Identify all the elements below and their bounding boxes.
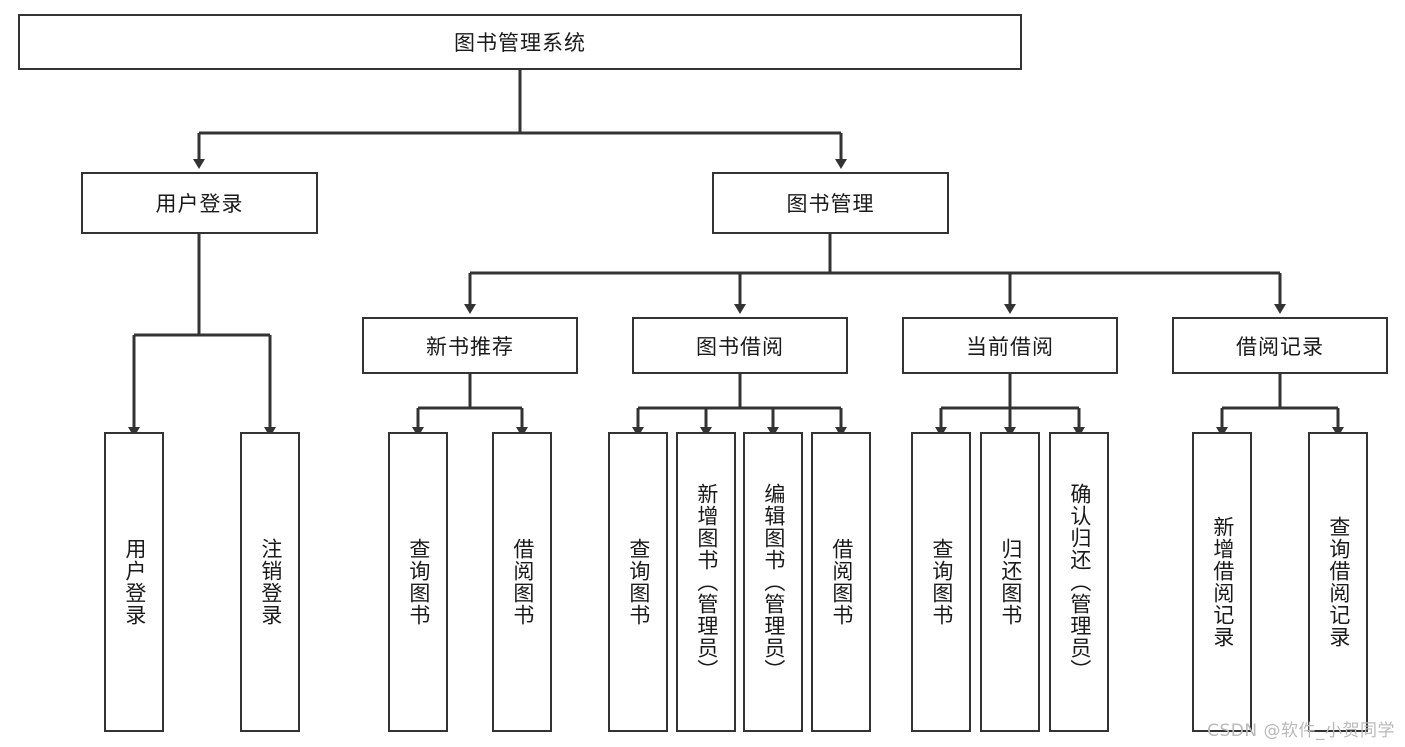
node-root[interactable]: 图书管理系统 xyxy=(18,14,1022,70)
leaf-edit-book-label: 编辑图书（管理员） xyxy=(761,483,786,681)
node-book-borrow[interactable]: 图书借阅 xyxy=(632,317,848,374)
leaf-query-book-2[interactable]: 查询图书 xyxy=(608,432,668,732)
node-current-borrow[interactable]: 当前借阅 xyxy=(902,317,1118,374)
node-user-login[interactable]: 用户登录 xyxy=(81,172,318,234)
leaf-add-book-label: 新增图书（管理员） xyxy=(694,483,719,681)
leaf-confirm-return-label: 确认归还（管理员） xyxy=(1067,483,1092,681)
leaf-query-book-1[interactable]: 查询图书 xyxy=(388,432,448,732)
node-book-manage[interactable]: 图书管理 xyxy=(712,172,949,234)
leaf-logout-label: 注销登录 xyxy=(258,538,283,626)
leaf-add-record[interactable]: 新增借阅记录 xyxy=(1192,432,1252,732)
watermark: CSDN @软件_小贺同学 xyxy=(1207,721,1395,741)
node-root-label: 图书管理系统 xyxy=(454,31,586,55)
node-book-borrow-label: 图书借阅 xyxy=(696,334,784,359)
leaf-edit-book[interactable]: 编辑图书（管理员） xyxy=(743,432,803,732)
leaf-return-book-label: 归还图书 xyxy=(998,538,1023,626)
node-borrow-record[interactable]: 借阅记录 xyxy=(1172,317,1388,374)
leaf-query-record[interactable]: 查询借阅记录 xyxy=(1308,432,1368,732)
leaf-borrow-book-2[interactable]: 借阅图书 xyxy=(811,432,871,732)
node-current-borrow-label: 当前借阅 xyxy=(966,334,1054,359)
leaf-borrow-book-1[interactable]: 借阅图书 xyxy=(492,432,552,732)
leaf-borrow-book-2-label: 借阅图书 xyxy=(829,538,854,626)
leaf-query-book-1-label: 查询图书 xyxy=(406,538,431,626)
node-book-manage-label: 图书管理 xyxy=(786,192,875,216)
leaf-confirm-return[interactable]: 确认归还（管理员） xyxy=(1049,432,1109,732)
leaf-query-book-2-label: 查询图书 xyxy=(626,538,651,626)
node-new-book-rec-label: 新书推荐 xyxy=(426,334,514,359)
leaf-query-book-3-label: 查询图书 xyxy=(929,538,954,626)
leaf-query-book-3[interactable]: 查询图书 xyxy=(911,432,971,732)
leaf-logout[interactable]: 注销登录 xyxy=(240,432,300,732)
leaf-query-record-label: 查询借阅记录 xyxy=(1326,516,1351,648)
leaf-return-book[interactable]: 归还图书 xyxy=(980,432,1040,732)
leaf-user-login[interactable]: 用户登录 xyxy=(104,432,164,732)
node-new-book-rec[interactable]: 新书推荐 xyxy=(362,317,578,374)
leaf-borrow-book-1-label: 借阅图书 xyxy=(510,538,535,626)
leaf-add-book[interactable]: 新增图书（管理员） xyxy=(676,432,736,732)
node-borrow-record-label: 借阅记录 xyxy=(1236,334,1324,359)
node-user-login-label: 用户登录 xyxy=(155,192,244,216)
leaf-add-record-label: 新增借阅记录 xyxy=(1210,516,1235,648)
leaf-user-login-label: 用户登录 xyxy=(122,538,147,626)
